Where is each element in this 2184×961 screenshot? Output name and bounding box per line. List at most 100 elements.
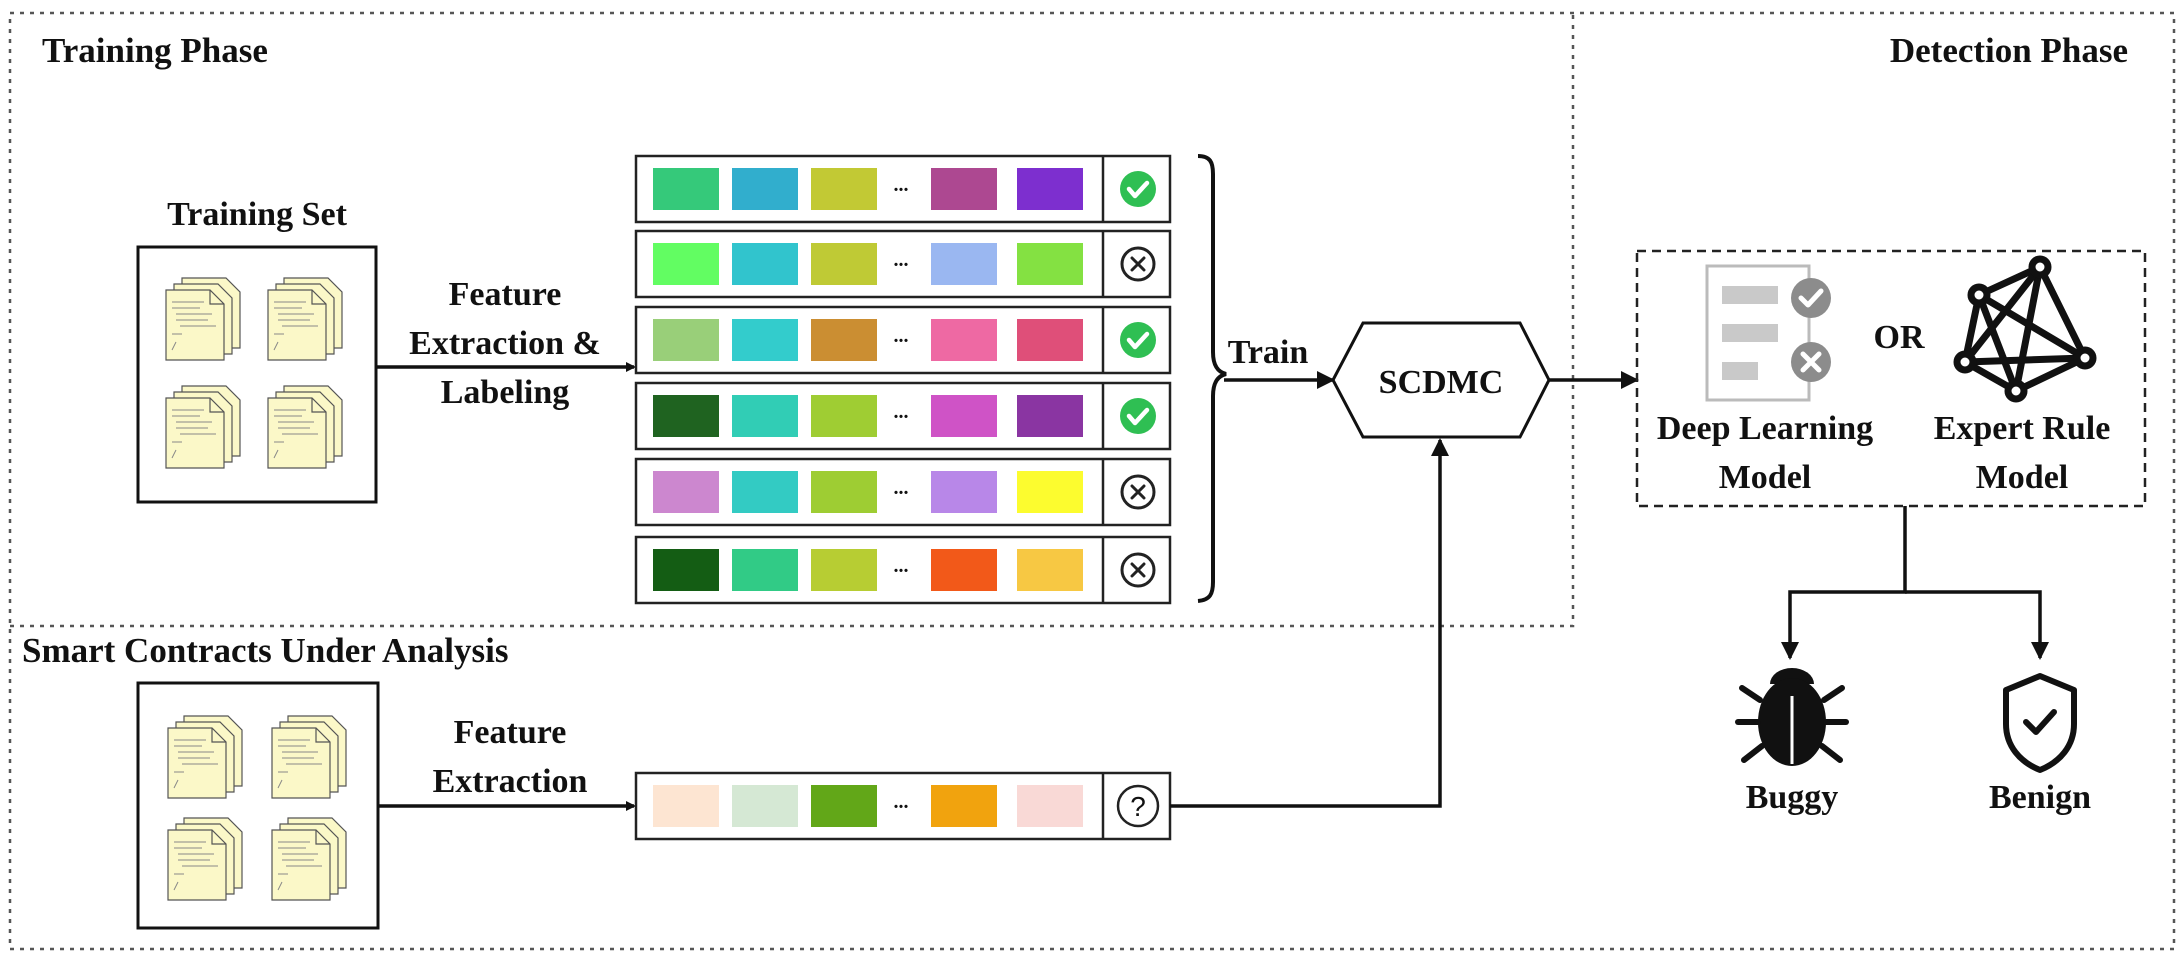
- question-mark: ?: [1130, 791, 1146, 822]
- feature-swatch: [1017, 785, 1083, 827]
- shield-check-icon: [2003, 673, 2077, 773]
- check-mark: [1126, 180, 1150, 199]
- document-stack-icon: [167, 715, 243, 799]
- check-circle-icon: [1120, 171, 1156, 207]
- labeling-label-line1: Feature: [449, 276, 562, 313]
- unlabeled-feature-row: ...?: [634, 771, 1172, 841]
- feature-swatch: [1017, 168, 1083, 210]
- feature-swatch: [1017, 243, 1083, 285]
- feature-swatch: [732, 243, 798, 285]
- document-stack-icon: [267, 385, 343, 469]
- cross-mark: [1130, 256, 1146, 272]
- or-label: OR: [1874, 319, 1925, 356]
- feature-swatch: [931, 471, 997, 513]
- detection-phase-title: Detection Phase: [1890, 31, 2128, 70]
- training-phase-border: [10, 13, 1575, 628]
- benign-arrow: [1905, 590, 2049, 660]
- labeling-label-line2: Extraction &: [409, 325, 601, 362]
- document-stack-icon: [167, 817, 243, 901]
- feature-row: ...: [634, 154, 1172, 224]
- bug-icon: [1735, 668, 1849, 766]
- expert-rule-label-line1: Expert Rule: [1934, 410, 2111, 447]
- document-stack-icon: [165, 385, 241, 469]
- ellipsis: ...: [894, 174, 909, 196]
- feature-swatch: [653, 395, 719, 437]
- feature-swatch: [653, 785, 719, 827]
- feature-swatch: [811, 471, 877, 513]
- feature-swatch: [1017, 319, 1083, 361]
- detection-models-box: [1635, 249, 2147, 508]
- scdmc-label: SCDMC: [1379, 364, 1504, 401]
- feature-swatch: [811, 785, 877, 827]
- feature-swatch: [732, 168, 798, 210]
- document-stack-icon: [271, 817, 347, 901]
- feature-swatch: [653, 319, 719, 361]
- feature-row: ...: [634, 535, 1172, 605]
- feature-swatch: [931, 319, 997, 361]
- feature-swatch: [732, 319, 798, 361]
- outer-border: [8, 11, 2176, 951]
- feature-swatch: [931, 168, 997, 210]
- smart-contracts-title: Smart Contracts Under Analysis: [22, 631, 508, 670]
- feature-swatch: [931, 243, 997, 285]
- feature-swatch: [811, 168, 877, 210]
- feature-swatch: [732, 785, 798, 827]
- check-circle-icon: [1120, 322, 1156, 358]
- extraction-label-line1: Feature: [454, 714, 567, 751]
- ellipsis: ...: [894, 791, 909, 813]
- feature-swatch: [931, 549, 997, 591]
- expert-rule-label-line2: Model: [1976, 459, 2069, 496]
- cross-mark: [1130, 484, 1146, 500]
- train-label: Train: [1228, 334, 1309, 371]
- ellipsis: ...: [894, 249, 909, 271]
- query-row: ...?: [634, 771, 1172, 841]
- ellipsis: ...: [894, 477, 909, 499]
- check-mark: [1126, 407, 1150, 426]
- check-circle-icon: [1120, 398, 1156, 434]
- feature-swatch: [732, 471, 798, 513]
- ellipsis: ...: [894, 401, 909, 423]
- document-stack-icon: [271, 715, 347, 799]
- feature-row: ...: [634, 457, 1172, 527]
- buggy-arrow: [1781, 506, 1907, 660]
- labeling-label-line3: Labeling: [441, 374, 569, 411]
- feature-row: ...: [634, 305, 1172, 375]
- feature-swatch: [732, 395, 798, 437]
- document-stack-icon: [165, 277, 241, 361]
- rows-brace: [1197, 154, 1227, 603]
- query-to-model-arrow: [1170, 438, 1449, 808]
- training-set-title: Training Set: [167, 196, 347, 233]
- feature-swatch: [732, 549, 798, 591]
- training-phase-title: Training Phase: [42, 31, 268, 70]
- feature-swatch: [811, 549, 877, 591]
- buggy-label: Buggy: [1746, 779, 1839, 816]
- deep-learning-label-line2: Model: [1719, 459, 1812, 496]
- checklist-icon: [1705, 264, 1831, 402]
- feature-swatch: [653, 243, 719, 285]
- network-icon: [1953, 255, 2097, 403]
- document-stack-icon: [267, 277, 343, 361]
- feature-swatch: [931, 785, 997, 827]
- feature-swatch: [653, 549, 719, 591]
- feature-swatch: [1017, 395, 1083, 437]
- feature-swatch: [931, 395, 997, 437]
- feature-swatch: [811, 319, 877, 361]
- feature-row: ...: [634, 381, 1172, 451]
- feature-swatch: [811, 395, 877, 437]
- ellipsis: ...: [894, 555, 909, 577]
- benign-label: Benign: [1989, 779, 2091, 816]
- feature-swatch: [811, 243, 877, 285]
- feature-swatch: [653, 168, 719, 210]
- check-mark: [1126, 331, 1150, 350]
- feature-swatch: [653, 471, 719, 513]
- question-circle-icon: [1116, 784, 1160, 828]
- feature-vector-box: [634, 535, 1172, 605]
- ellipsis: ...: [894, 325, 909, 347]
- extraction-label-line2: Extraction: [433, 763, 588, 800]
- deep-learning-label-line1: Deep Learning: [1657, 410, 1873, 447]
- cross-mark: [1130, 562, 1146, 578]
- feature-swatch: [1017, 549, 1083, 591]
- feature-row: ...: [634, 229, 1172, 299]
- feature-swatch: [1017, 471, 1083, 513]
